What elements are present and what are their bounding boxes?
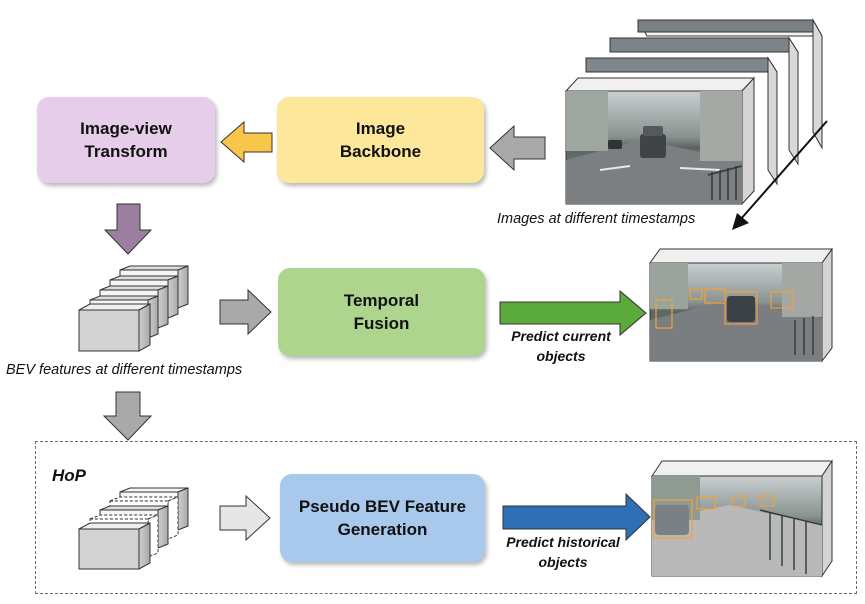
temporal-fusion-block: Temporal Fusion (278, 268, 485, 356)
arrow-temporal-to-current (499, 289, 647, 337)
image-backbone-block: Image Backbone (277, 97, 484, 183)
image-frame-front (564, 76, 756, 206)
predict-historical-caption: Predict historical objects (506, 534, 620, 570)
predict-current-caption: Predict current objects (511, 328, 611, 364)
image-backbone-label: Image Backbone (339, 119, 422, 161)
time-arrow (732, 120, 828, 230)
arrow-transform-to-bev (103, 203, 153, 255)
temporal-fusion-label: Temporal Fusion (343, 291, 420, 333)
image-frame-4 (637, 18, 823, 150)
arrow-bev-down (102, 391, 153, 441)
hop-feature-stack (78, 487, 189, 570)
bev-features-timestamps-caption: BEV features at different timestamps (6, 362, 243, 378)
current-prediction-image (649, 247, 833, 363)
image-view-transform-label: Image-view Transform (80, 119, 172, 161)
hop-label: HoP (52, 466, 86, 485)
pseudo-bev-feature-generation-block: Pseudo BEV Feature Generation (280, 474, 485, 562)
image-view-transform-block: Image-view Transform (37, 97, 215, 183)
arrow-pseudo-to-historical (502, 492, 651, 542)
arrow-backbone-to-transform (220, 120, 273, 164)
bev-feature-stack (78, 265, 189, 352)
arrow-images-to-backbone (489, 124, 546, 172)
image-frame-3 (609, 36, 799, 166)
arrow-hop-to-pseudo (219, 494, 271, 542)
hop-region (35, 441, 857, 594)
image-frame-2 (585, 56, 778, 186)
pseudo-bev-feature-generation-label: Pseudo BEV Feature Generation (298, 497, 467, 539)
arrow-bev-to-temporal (219, 288, 272, 336)
images-timestamps-caption: Images at different timestamps (497, 211, 696, 227)
image-stack (564, 18, 823, 206)
historical-prediction-image (651, 459, 833, 578)
